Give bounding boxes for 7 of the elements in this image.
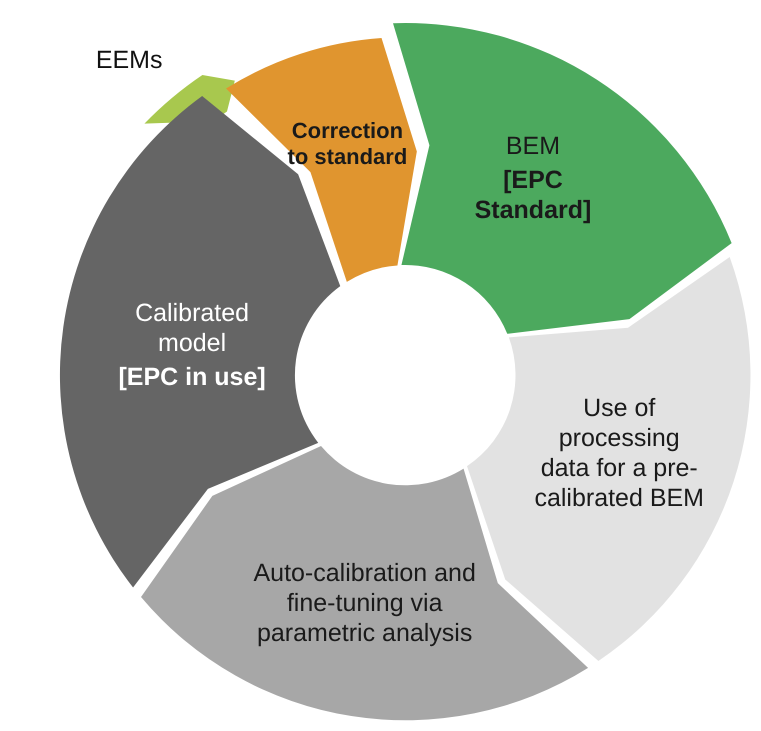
segment-label: Calibrated model bbox=[134, 298, 250, 358]
segment-label: Auto-calibration and fine-tuning via parametric analysis bbox=[252, 558, 477, 648]
segment-label: EEMs bbox=[94, 44, 164, 75]
segment-sublabel: [EPC in use] bbox=[117, 362, 267, 392]
segment-label: BEM bbox=[504, 130, 562, 161]
segment-sublabel: [EPC Standard] bbox=[474, 164, 592, 225]
segment-label: Use of processing data for a pre-calibrated BEM bbox=[533, 392, 705, 513]
